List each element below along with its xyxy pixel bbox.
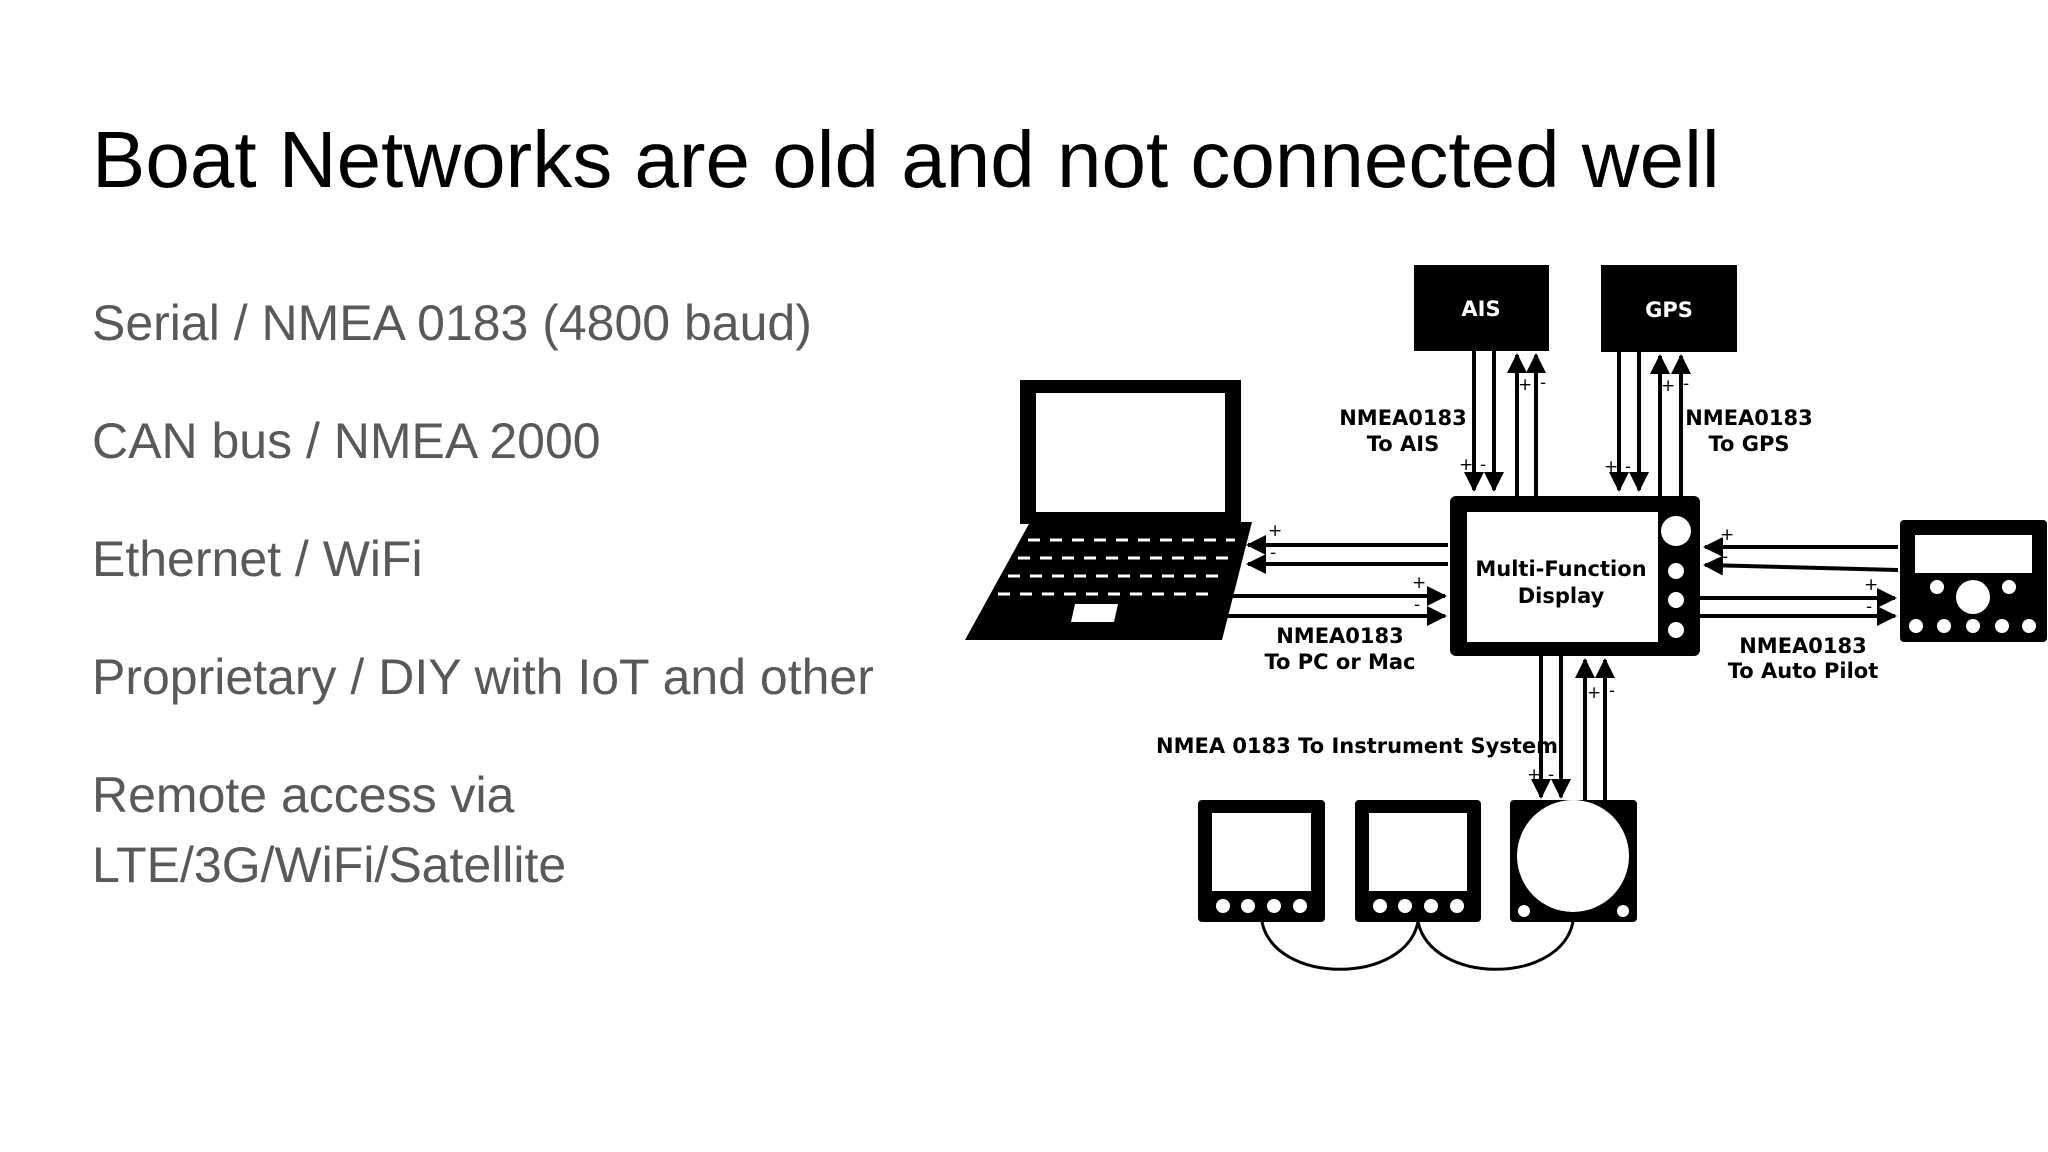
bullet-can-bus: CAN bus / NMEA 2000	[92, 413, 601, 469]
instrument-chain-cables	[1260, 921, 1575, 971]
instrument-display-2	[1355, 800, 1481, 922]
autopilot-wires	[1700, 537, 1899, 626]
pc-minus-sign-return: -	[1414, 595, 1420, 615]
ais-plus-sign-return: +	[1518, 375, 1532, 395]
pc-minus-sign: -	[1270, 543, 1276, 563]
gps-link-label-1: NMEA0183	[1685, 406, 1813, 430]
pc-link-label-2: To PC or Mac	[1265, 650, 1416, 674]
autopilot-plus-sign: +	[1720, 525, 1734, 545]
gps-unit: GPS	[1601, 265, 1737, 352]
laptop-icon	[965, 380, 1252, 640]
ais-minus-sign: -	[1480, 455, 1486, 475]
autopilot-minus-sign-return: -	[1866, 597, 1872, 617]
multi-function-display: Multi-Function Display	[1450, 496, 1700, 656]
gps-plus-sign: +	[1604, 457, 1618, 477]
ais-wires	[1464, 351, 1546, 496]
ais-link-label-2: To AIS	[1367, 432, 1439, 456]
bullet-remote-access: Remote access via LTE/3G/WiFi/Satellite	[92, 767, 567, 893]
gps-wires	[1609, 352, 1691, 496]
instrument-plus-sign-return: +	[1587, 683, 1601, 703]
ais-minus-sign-return: -	[1540, 373, 1546, 393]
instrument-wires	[1531, 656, 1615, 800]
autopilot-link-label-1: NMEA0183	[1739, 634, 1867, 658]
slide-title: Boat Networks are old and not connected …	[92, 115, 1720, 204]
bullet-list: Serial / NMEA 0183 (4800 baud) CAN bus /…	[92, 288, 942, 948]
autopilot-unit	[1900, 520, 2047, 642]
gps-minus-sign: -	[1625, 457, 1631, 477]
mfd-label-line1: Multi-Function	[1475, 557, 1646, 581]
autopilot-plus-sign-return: +	[1864, 575, 1878, 595]
gps-plus-sign-return: +	[1661, 376, 1675, 396]
ais-unit: AIS	[1414, 265, 1549, 351]
autopilot-minus-sign: -	[1722, 547, 1728, 567]
bullet-proprietary: Proprietary / DIY with IoT and other	[92, 649, 874, 705]
instrument-display-1	[1198, 800, 1325, 922]
instrument-minus-sign-return: -	[1609, 681, 1615, 701]
bullet-serial: Serial / NMEA 0183 (4800 baud)	[92, 295, 812, 351]
pc-link-label-1: NMEA0183	[1276, 624, 1404, 648]
pc-plus-sign-return: +	[1412, 573, 1426, 593]
instrument-gauge	[1510, 800, 1637, 922]
instrument-plus-sign: +	[1527, 765, 1541, 785]
gps-minus-sign-return: -	[1683, 374, 1689, 394]
gps-label: GPS	[1645, 298, 1693, 322]
pc-plus-sign: +	[1268, 521, 1282, 541]
gps-link-label-2: To GPS	[1708, 432, 1789, 456]
ais-link-label-1: NMEA0183	[1339, 406, 1467, 430]
ais-label: AIS	[1461, 297, 1500, 321]
instrument-link-label: NMEA 0183 To Instrument System	[1156, 734, 1558, 758]
mfd-label-line2: Display	[1518, 584, 1605, 608]
pc-wires	[1226, 535, 1448, 626]
bullet-ethernet: Ethernet / WiFi	[92, 531, 423, 587]
ais-plus-sign: +	[1459, 455, 1473, 475]
instrument-minus-sign: -	[1548, 765, 1554, 785]
autopilot-link-label-2: To Auto Pilot	[1728, 659, 1879, 683]
